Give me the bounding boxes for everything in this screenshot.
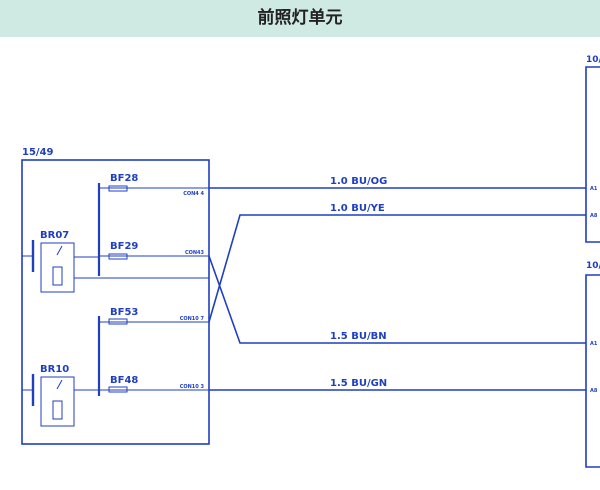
left-unit-box [21, 159, 210, 445]
fuse-label-bf53: BF53 [110, 307, 138, 318]
right-unit-top-box [585, 66, 600, 243]
pin-label-bottom-1: A1 [590, 341, 598, 347]
fuse-label-bf28: BF28 [110, 173, 138, 184]
pin-label-top-1: A1 [590, 186, 598, 192]
wiring-diagram: 15/49 10/ 10/ BR07 BR10 BF28 BF29 BF53 B… [21, 55, 600, 468]
wire-bu-ye [208, 214, 586, 323]
wire-label-bu-og: 1.0 BU/OG [330, 176, 387, 187]
wire-label-bu-ye: 1.0 BU/YE [330, 203, 385, 214]
relay-label-br07: BR07 [40, 230, 69, 241]
right-unit-bottom-box [585, 274, 600, 468]
fuse-label-bf48: BF48 [110, 375, 138, 386]
relay-br10-coil [52, 400, 63, 420]
pin-label-bottom-2: A8 [590, 388, 598, 394]
relay-br10-switch [56, 379, 63, 390]
wire-label-bu-gn: 1.5 BU/GN [330, 378, 387, 389]
connector-label-bf28: CON4 4 [183, 191, 204, 197]
wire-bu-bn [208, 255, 586, 344]
header-bar: 前照灯单元 [0, 0, 600, 37]
right-unit-top-label: 10/ [586, 55, 600, 65]
relay-br10-box [40, 376, 75, 427]
fuse-label-bf29: BF29 [110, 241, 138, 252]
connector-label-bf53: CON10 7 [180, 316, 205, 322]
right-unit-bottom-label: 10/ [586, 261, 600, 271]
relay-br07-box [40, 242, 75, 293]
page-title: 前照灯单元 [257, 8, 343, 28]
relay-br07-coil [52, 266, 63, 286]
wire-label-bu-bn: 1.5 BU/BN [330, 331, 387, 342]
relay-label-br10: BR10 [40, 364, 69, 375]
connector-label-bf29: CON43 [185, 250, 205, 256]
relay-br07-switch [56, 245, 63, 256]
connector-label-bf48: CON10 3 [180, 384, 205, 390]
pin-label-top-2: A8 [590, 213, 598, 219]
left-unit-label: 15/49 [22, 147, 54, 158]
